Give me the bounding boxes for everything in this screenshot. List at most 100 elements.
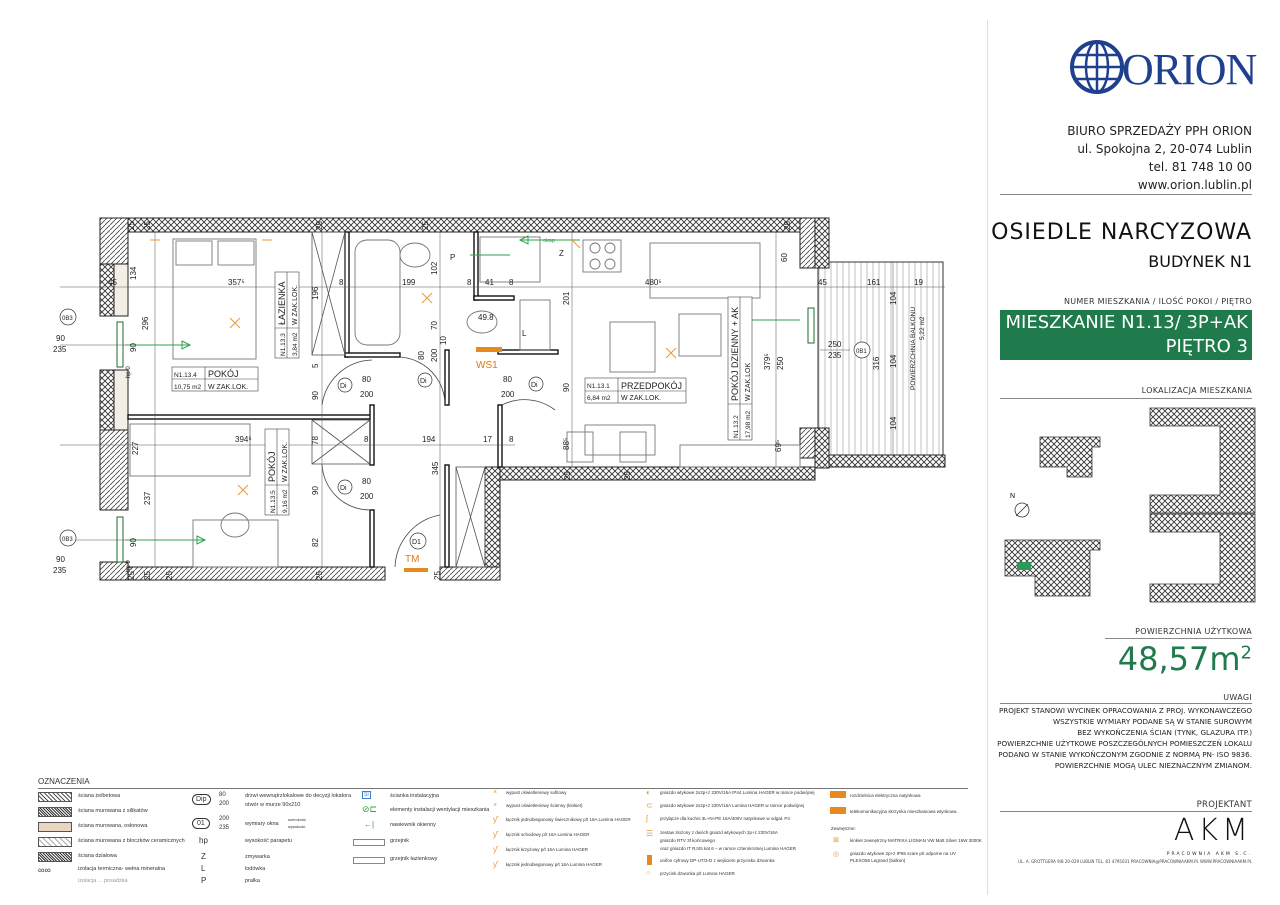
legend-symbol-key: hp [199,836,208,845]
svg-text:N1.13.4: N1.13.4 [174,372,197,379]
apartment-location-marker [1017,562,1031,570]
window-width: 200 [219,816,230,822]
svg-text:3,84 m2: 3,84 m2 [292,332,299,356]
usable-area-header: POWIERZCHNIA UŻYTKOWA [1135,627,1252,636]
window-vent-icon: ←| [364,820,375,829]
doorbell-icon: ○ [646,870,651,877]
office-address: ul. Spokojna 2, 20-074 Lublin [1077,142,1252,156]
dimension-label: 196 [311,286,320,300]
door-tag [417,372,433,388]
dimension-label: 25 [623,471,632,480]
legend-symbol-key: Z [201,852,206,861]
dimension-label: 201 [562,291,571,305]
entrance-door-tag [409,532,427,550]
svg-text:0B3: 0B3 [62,316,73,322]
legend-box-label: PLEXO55 Legrand (balkon) [850,858,906,863]
installation-wall-icon: SI [362,791,371,799]
dimension-label: 80 [503,375,512,384]
furniture [129,236,801,568]
svg-text:N: N [1010,493,1015,500]
svg-text:Di: Di [531,382,538,389]
ventilation-arrows [116,235,815,563]
dimension-label: 194 [422,435,436,444]
hood-label: okap [543,238,555,244]
ventilation-icon: ⊘⊏ [362,804,378,814]
svg-text:10,75 m2: 10,75 m2 [174,384,201,391]
dimension-label: 8 [364,435,369,444]
svg-text:N1.13.5: N1.13.5 [270,490,277,513]
cross-switch-icon: ƴ [493,845,497,854]
outdoor-light-icon: ⊠ [833,837,839,844]
dimension-label: 41 [485,278,494,287]
legend-divider [38,788,968,789]
legend-install-label: grzejnik [390,838,409,844]
balcony-label: POWIERZCHNIA BALKONU 5,22 m2 [910,307,926,390]
socket-icon: ⊂ [646,801,653,810]
dimension-label: 104 [889,291,898,305]
dimension-label: 25 [563,471,572,480]
divider [1000,703,1252,704]
socket-ip44-icon: ◐ [646,788,651,797]
legend-electrical-label: łącznik krzyżowy p/t 16A Lumina HAGER [506,847,589,852]
dimension-label: 227 [131,441,140,455]
dimension-label: 237 [143,491,152,505]
dimension-label: 25 [421,221,430,230]
dishwasher-label: Z [559,249,564,258]
dimension-label: 134 [129,266,138,280]
door-symbol: Dip [192,794,211,805]
distribution-board-label: WS1 [476,360,498,371]
swatch-silicate-wall [38,807,72,817]
legend-title: OZNACZENIA [38,777,90,786]
dimension-label: 25 [143,571,152,580]
svg-text:6,84 m2: 6,84 m2 [587,395,611,402]
svg-text:POWIERZCHNIA BALKONU: POWIERZCHNIA BALKONU [910,307,917,390]
dimension-label: 90 [311,391,320,400]
dimension-label: 25 [315,571,324,580]
ceiling-light-icon: × [493,789,498,796]
dimension-label: 8 [339,278,344,287]
svg-text:Di: Di [420,378,427,385]
legend-symbol-key: L [201,864,206,873]
door-width: 80 [219,792,226,798]
sill-height-label: hp 0 [126,366,132,378]
dimension-label: 17 [483,435,492,444]
room-label-bedroom-2: N1.13.5 POKÓJ 9,16 m2 W ZAK.LOK. [264,428,290,516]
telecom-box-label: TM [405,554,419,565]
fridge-label: L [522,329,527,338]
legend-symbol-label: szerokość [288,817,307,822]
svg-text:PRZEDPOKÓJ: PRZEDPOKÓJ [621,381,682,391]
svg-text:D1: D1 [412,539,421,546]
room-label-bathroom: N1.13.3 ŁAZIENKA 3,84 m2 W ZAK.LOK. [274,271,300,359]
radiator-icon [353,839,385,846]
svg-text:W ZAK.LOK.: W ZAK.LOK. [621,395,661,402]
legend-socket-label: gniazdo RTV 3f końcowego [660,838,715,843]
apartment-number: MIESZKANIE N1.13/ 3P+AK [1005,312,1248,333]
office-website[interactable]: www.orion.lublin.pl [1137,178,1252,192]
dimension-label: 28 [783,221,792,230]
dimension-label: 5 [311,363,320,368]
svg-text:W ZAK.LOK: W ZAK.LOK [745,363,752,401]
divider [1000,398,1252,399]
akm-logo-subtitle: PRACOWNIA AKM S.C. [1166,852,1252,857]
door-height: 200 [219,801,230,807]
window-symbol: 01 [192,818,210,829]
dimension-label: 235 [53,345,67,354]
distribution-board-icon [830,791,846,798]
single-switch-icon: ƴ [493,860,497,869]
room-label-bedroom-1: N1.13.4 POKÓJ 10,75 m2 W ZAK.LOK. [171,366,259,392]
designer-header: PROJEKTANT [1196,800,1252,810]
dimension-label: 25 [315,221,324,230]
orion-logo: ORION [1070,40,1257,95]
swatch-reinforced-concrete [38,792,72,802]
dimension-label: 235 [828,351,842,360]
telecom-box [404,568,428,572]
notes-text: PROJEKT STANOWI WYCINEK OPRACOWANIA Z PR… [997,706,1252,770]
legend-wall-label: ściana żelbetowa [78,793,121,799]
floor-plan: N1.13.4 POKÓJ 10,75 m2 W ZAK.LOK. N1.13.… [53,217,946,581]
svg-text:W ZAK.LOK.: W ZAK.LOK. [282,442,289,482]
dimension-label: 394⁵ [235,435,252,444]
legend-electrical-label: łącznik jednobiegunowy świecznikowy p/t … [506,817,631,822]
panel-divider [987,20,988,895]
svg-text:17,98 m2: 17,98 m2 [745,411,752,438]
